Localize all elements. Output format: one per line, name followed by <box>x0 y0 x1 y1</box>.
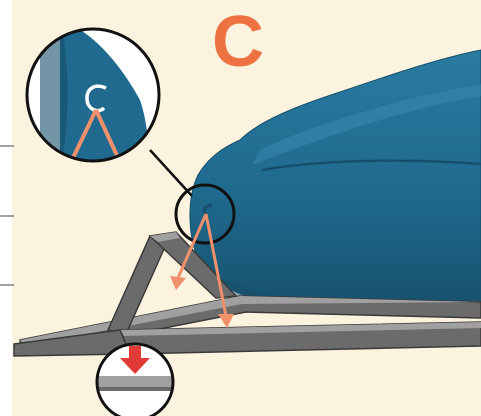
zoom-circle-roller-contact <box>95 342 175 416</box>
trailer-frame <box>13 231 481 357</box>
panel-letter: C <box>212 2 264 82</box>
indicator-arrows <box>170 213 234 328</box>
adjacent-panel-strip <box>0 0 12 416</box>
magnifier-connector <box>149 149 193 197</box>
zoom-circle-bow-hook <box>25 27 161 163</box>
bow-eye-zoom-ring <box>174 183 236 245</box>
arrow-down-icon <box>120 346 150 374</box>
hook-icon <box>85 84 107 113</box>
